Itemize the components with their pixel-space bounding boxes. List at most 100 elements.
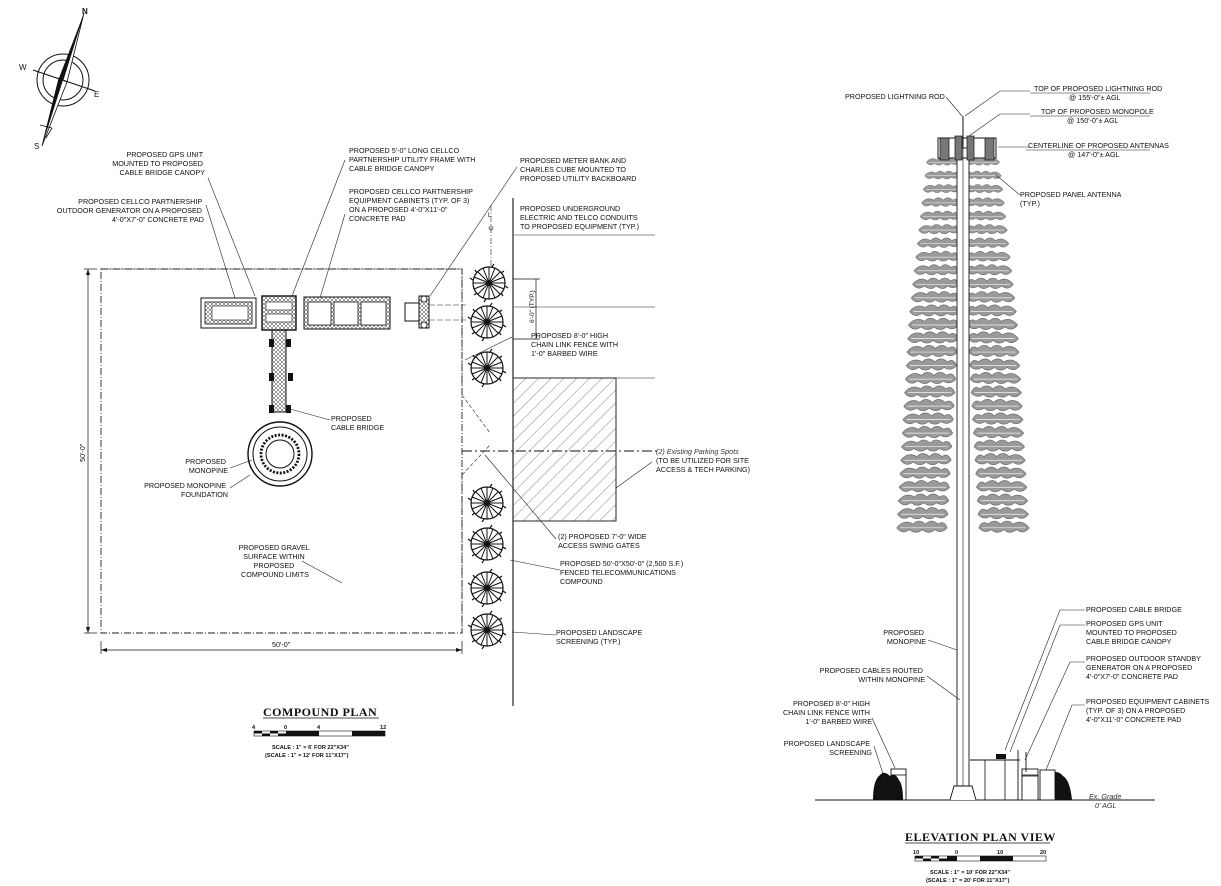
label-elev-generator: PROPOSED OUTDOOR STANDBY GENERATOR ON A …	[1086, 654, 1203, 681]
branch	[972, 412, 1024, 425]
south-letter: S	[34, 142, 39, 151]
compound-scale-bar	[253, 730, 386, 737]
scale-tick: 0	[955, 850, 958, 856]
branch	[924, 170, 961, 180]
branch	[896, 520, 948, 533]
label-elev-fence: PROPOSED 8'-0" HIGH CHAIN LINK FENCE WIT…	[783, 699, 872, 726]
branch	[900, 452, 952, 466]
shrub	[467, 348, 507, 388]
branch	[974, 452, 1026, 466]
branch	[965, 197, 1005, 207]
label-screening: PROPOSED LANDSCAPE SCREENING (TYP.)	[556, 628, 644, 646]
scale-tick: 0	[284, 725, 287, 731]
branch	[922, 184, 961, 193]
branch	[966, 210, 1007, 221]
branch	[906, 344, 958, 357]
label-gates: (2) PROPOSED 7'-0" WIDE ACCESS SWING GAT…	[558, 532, 649, 550]
dim-spacing-label: 6'-0" (TYP.)	[529, 290, 536, 323]
branch	[972, 425, 1025, 439]
scale-tick: 4	[317, 725, 321, 731]
branch	[966, 304, 1017, 317]
elevation-scale-bar	[914, 855, 1047, 862]
parking-label: (2) Existing Parking Spots	[656, 447, 739, 456]
branch	[978, 520, 1030, 533]
label-cabinets: PROPOSED CELLCO PARTNERSHIP EQUIPMENT CA…	[349, 187, 475, 223]
east-letter: E	[94, 90, 99, 99]
label-gps-unit: PROPOSED GPS UNIT MOUNTED TO PROPOSED CA…	[112, 150, 205, 177]
branch	[966, 317, 1018, 330]
north-arrow: N S E W	[19, 7, 99, 151]
branch	[966, 264, 1013, 276]
parking-spots	[512, 377, 617, 522]
compound-scale-line2: (SCALE : 1" = 12' FOR 11"X17")	[265, 753, 349, 759]
shrub	[467, 568, 507, 608]
landscape-screening	[467, 263, 509, 650]
compound-plan-title: COMPOUND PLAN	[263, 705, 377, 719]
pole-base	[949, 785, 977, 801]
branch	[918, 224, 960, 235]
scale-tick: 10	[997, 850, 1003, 856]
label-elev-screening: PROPOSED LANDSCAPE SCREENING	[784, 739, 873, 757]
shrub	[469, 263, 509, 303]
shrub	[467, 524, 507, 564]
branch	[969, 371, 1022, 385]
branch	[919, 210, 960, 221]
branch	[916, 237, 960, 248]
branch	[905, 358, 957, 371]
shrub	[467, 302, 507, 342]
label-elev-cable-bridge: PROPOSED CABLE BRIDGE	[1086, 605, 1182, 614]
dimension-height: 50'-0"	[78, 268, 97, 634]
scale-tick: 20	[1040, 850, 1046, 856]
label-top-monopole: TOP OF PROPOSED MONOPOLE @ 150'-0"± AGL	[1041, 107, 1156, 125]
label-fence: PROPOSED 8'-0" HIGH CHAIN LINK FENCE WIT…	[531, 331, 620, 358]
branch	[921, 197, 961, 207]
elevation-view: PROPOSED LIGHTNING ROD TOP OF PROPOSED L…	[783, 84, 1211, 884]
branch	[910, 291, 960, 303]
branch	[903, 398, 955, 412]
branch	[908, 317, 960, 330]
branch	[971, 398, 1023, 412]
compound-plan: 50'-0" 50'-0"	[57, 146, 751, 759]
branch	[901, 439, 953, 452]
dimension-width: 50'-0"	[100, 640, 463, 654]
label-compound: PROPOSED 50'-0"x50'-0" (2,500 S.F.) FENC…	[560, 559, 685, 586]
label-generator: PROPOSED CELLCO PARTNERSHIP OUTDOOR GENE…	[57, 197, 204, 224]
branch	[966, 237, 1010, 248]
branch	[897, 507, 949, 520]
branch	[899, 466, 951, 479]
scale-tick: 12	[380, 725, 386, 731]
panel-antennas	[937, 135, 997, 161]
branch	[966, 277, 1014, 289]
branch	[915, 250, 960, 262]
label-conduits: PROPOSED UNDERGROUND ELECTRIC AND TELCO …	[520, 204, 640, 231]
label-elev-gps: PROPOSED GPS UNIT MOUNTED TO PROPOSED CA…	[1086, 619, 1179, 646]
branch	[901, 425, 954, 439]
branch	[966, 224, 1008, 235]
label-grade: Ex. Grade 0' AGL	[1089, 792, 1123, 810]
north-letter: N	[82, 7, 88, 16]
cable-bridge	[269, 329, 293, 413]
elevation-title: ELEVATION PLAN VIEW	[905, 830, 1056, 844]
swing-gates	[461, 394, 491, 476]
label-foundation: PROPOSED MONOPINE FOUNDATION	[144, 481, 228, 499]
label-parking-note: (TO BE UTILIZED FOR SITE ACCESS & TECH P…	[656, 456, 751, 474]
label-utility-frame: PROPOSED 5'-0" LONG CELLCO PARTNERSHIP U…	[349, 146, 477, 173]
branch	[970, 385, 1022, 398]
shrub-elevation	[873, 772, 903, 800]
elevation-scale-line2: (SCALE : 1" = 20' FOR 11"X17")	[926, 878, 1010, 884]
label-elev-cabinets: PROPOSED EQUIPMENT CABINETS (TYP. OF 3) …	[1086, 697, 1211, 724]
compound-scale-line1: SCALE : 1" = 6' FOR 22"X34"	[272, 745, 349, 751]
equipment-cabinets	[303, 296, 391, 330]
west-letter: W	[19, 63, 27, 72]
label-panel-antenna: PROPOSED PANEL ANTENNA (TYP.)	[1020, 190, 1123, 208]
utility-frame	[261, 295, 297, 331]
elevation-scale-line1: SCALE : 1" = 10' FOR 22"X34"	[930, 870, 1010, 876]
label-lightning-rod: PROPOSED LIGHTNING ROD	[845, 92, 945, 101]
dim-height-label: 50'-0"	[78, 443, 87, 462]
branch	[969, 358, 1021, 371]
label-elev-cables: PROPOSED CABLES ROUTED WITHIN MONOPINE	[820, 666, 926, 684]
scale-tick: 10	[913, 850, 919, 856]
branch	[913, 264, 960, 276]
equipment-elevation	[970, 750, 1056, 801]
